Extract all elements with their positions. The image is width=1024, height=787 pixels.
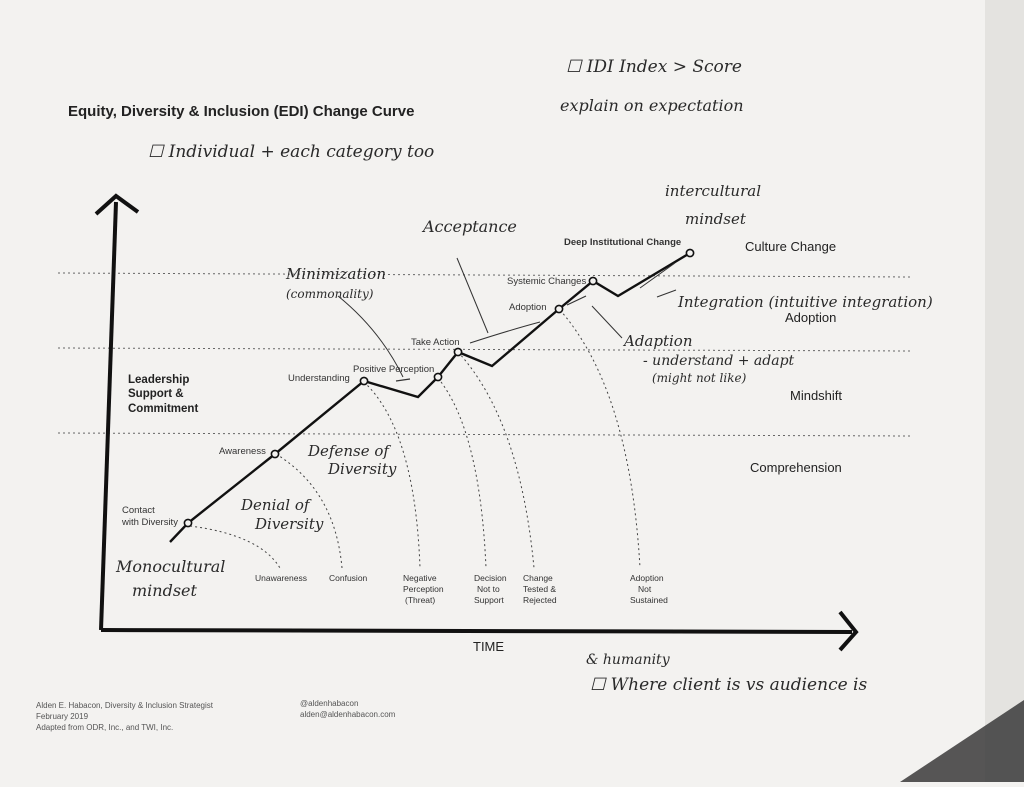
leader-minimization: [337, 295, 404, 378]
stage-label-contact-1: Contact: [122, 505, 155, 516]
stage-label-systemic-changes: Systemic Changes: [507, 276, 586, 287]
stage-node-understanding: [359, 376, 369, 386]
failure-curve-confusion: [275, 453, 343, 569]
zone-label-mindshift: Mindshift: [790, 388, 842, 403]
footer-email: alden@aldenhabacon.com: [300, 710, 396, 719]
note-monocultural-2: mindset: [132, 581, 198, 600]
change-curve-line: [169, 251, 691, 543]
failure-curve-decision: [437, 377, 487, 569]
zone-label-culture-change: Culture Change: [745, 239, 836, 254]
note-defense-2: Diversity: [327, 460, 397, 478]
paper-shadow: [985, 0, 1024, 782]
footer-author: Alden E. Habacon, Diversity & Inclusion …: [36, 701, 214, 710]
y-axis: [99, 201, 118, 631]
note-adaption-3: (might not like): [652, 371, 747, 385]
leader-integration: [656, 289, 677, 298]
stage-label-deep-institutional: Deep Institutional Change: [564, 237, 681, 248]
footer-handle: @aldenhabacon: [300, 699, 358, 708]
note-acceptance: Acceptance: [421, 217, 517, 236]
zone-label-adoption: Adoption: [785, 310, 836, 325]
stage-label-take-action: Take Action: [411, 337, 460, 348]
note-integration: Integration (intuitive integration): [677, 293, 933, 311]
note-intercultural-1: intercultural: [665, 182, 761, 200]
note-minimization-1: Minimization: [285, 265, 386, 283]
note-explain: explain on expectation: [560, 96, 744, 115]
note-denial-1: Denial of: [240, 496, 312, 514]
side-label-line-3: Commitment: [128, 403, 198, 415]
y-axis-arrow: [94, 193, 140, 216]
stage-label-awareness: Awareness: [219, 446, 266, 457]
x-axis-label: TIME: [473, 639, 504, 654]
stage-node-awareness: [270, 449, 280, 459]
zone-divider-culture: [57, 272, 911, 278]
outcome-rejected-2: Tested &: [523, 584, 556, 594]
outcome-rejected-1: Change: [523, 573, 553, 583]
side-label-line-1: Leadership: [128, 374, 189, 386]
outcome-rejected-3: Rejected: [523, 595, 557, 605]
stage-label-adoption: Adoption: [509, 302, 547, 313]
outcome-decision-1: Decision: [474, 573, 507, 583]
failure-curve-not-sustained: [559, 309, 641, 569]
outcome-confusion: Confusion: [329, 573, 368, 583]
stage-node-contact: [183, 518, 193, 528]
stage-label-contact-2: with Diversity: [121, 517, 178, 528]
outcome-negative-1: Negative: [403, 573, 437, 583]
note-minimization-2: (commonality): [286, 287, 374, 301]
outcome-not-sustained-1: Adoption: [630, 573, 664, 583]
leader-minimization-tick: [395, 378, 411, 382]
outcome-negative-3: (Threat): [405, 595, 435, 605]
x-axis: [100, 628, 853, 634]
failure-curve-negative-perception: [363, 381, 421, 569]
note-defense-1: Defense of: [307, 442, 391, 460]
note-individual: ☐ Individual + each category too: [148, 142, 434, 162]
note-intercultural-2: mindset: [685, 210, 747, 228]
leader-acceptance-arc: [469, 321, 541, 344]
side-label-line-2: Support &: [128, 388, 184, 400]
stage-node-deep-institutional: [685, 248, 695, 258]
outcome-decision-3: Support: [474, 595, 504, 605]
stage-node-adoption: [554, 304, 564, 314]
outcome-unawareness: Unawareness: [255, 573, 307, 583]
outcome-not-sustained-3: Sustained: [630, 595, 668, 605]
failure-curve-rejected: [457, 351, 535, 569]
note-adaption-2: - understand + adapt: [643, 353, 795, 369]
note-monocultural-1: Monocultural: [115, 557, 225, 576]
zone-label-comprehension: Comprehension: [750, 460, 842, 475]
x-axis-arrow: [838, 610, 859, 652]
paper-corner: [900, 700, 1024, 782]
stage-node-positive-perception: [433, 372, 443, 382]
zone-divider-mindshift: [57, 432, 911, 437]
zone-divider-adoption: [57, 347, 911, 352]
outcome-not-sustained-2: Not: [638, 584, 652, 594]
note-adaption-1: Adaption: [622, 332, 693, 350]
diagram-title: Equity, Diversity & Inclusion (EDI) Chan…: [68, 103, 414, 120]
leader-acceptance: [456, 257, 489, 334]
stage-label-understanding: Understanding: [288, 373, 350, 384]
note-idi-index: ☐ IDI Index > Score: [566, 57, 742, 77]
stage-node-systemic-changes: [588, 276, 598, 286]
outcome-negative-2: Perception: [403, 584, 444, 594]
note-where-client: ☐ Where client is vs audience is: [590, 675, 867, 695]
stage-node-take-action: [453, 347, 463, 357]
note-humanity: & humanity: [586, 652, 671, 668]
outcome-decision-2: Not to: [477, 584, 500, 594]
leader-intercultural: [639, 262, 676, 289]
note-denial-2: Diversity: [254, 515, 324, 533]
footer-date: February 2019: [36, 712, 89, 721]
stage-label-positive-perception: Positive Perception: [353, 364, 434, 375]
leader-adaption-tick: [566, 295, 587, 306]
leader-adaption: [591, 305, 623, 339]
footer-adapted: Adapted from ODR, Inc., and TWI, Inc.: [36, 723, 173, 732]
